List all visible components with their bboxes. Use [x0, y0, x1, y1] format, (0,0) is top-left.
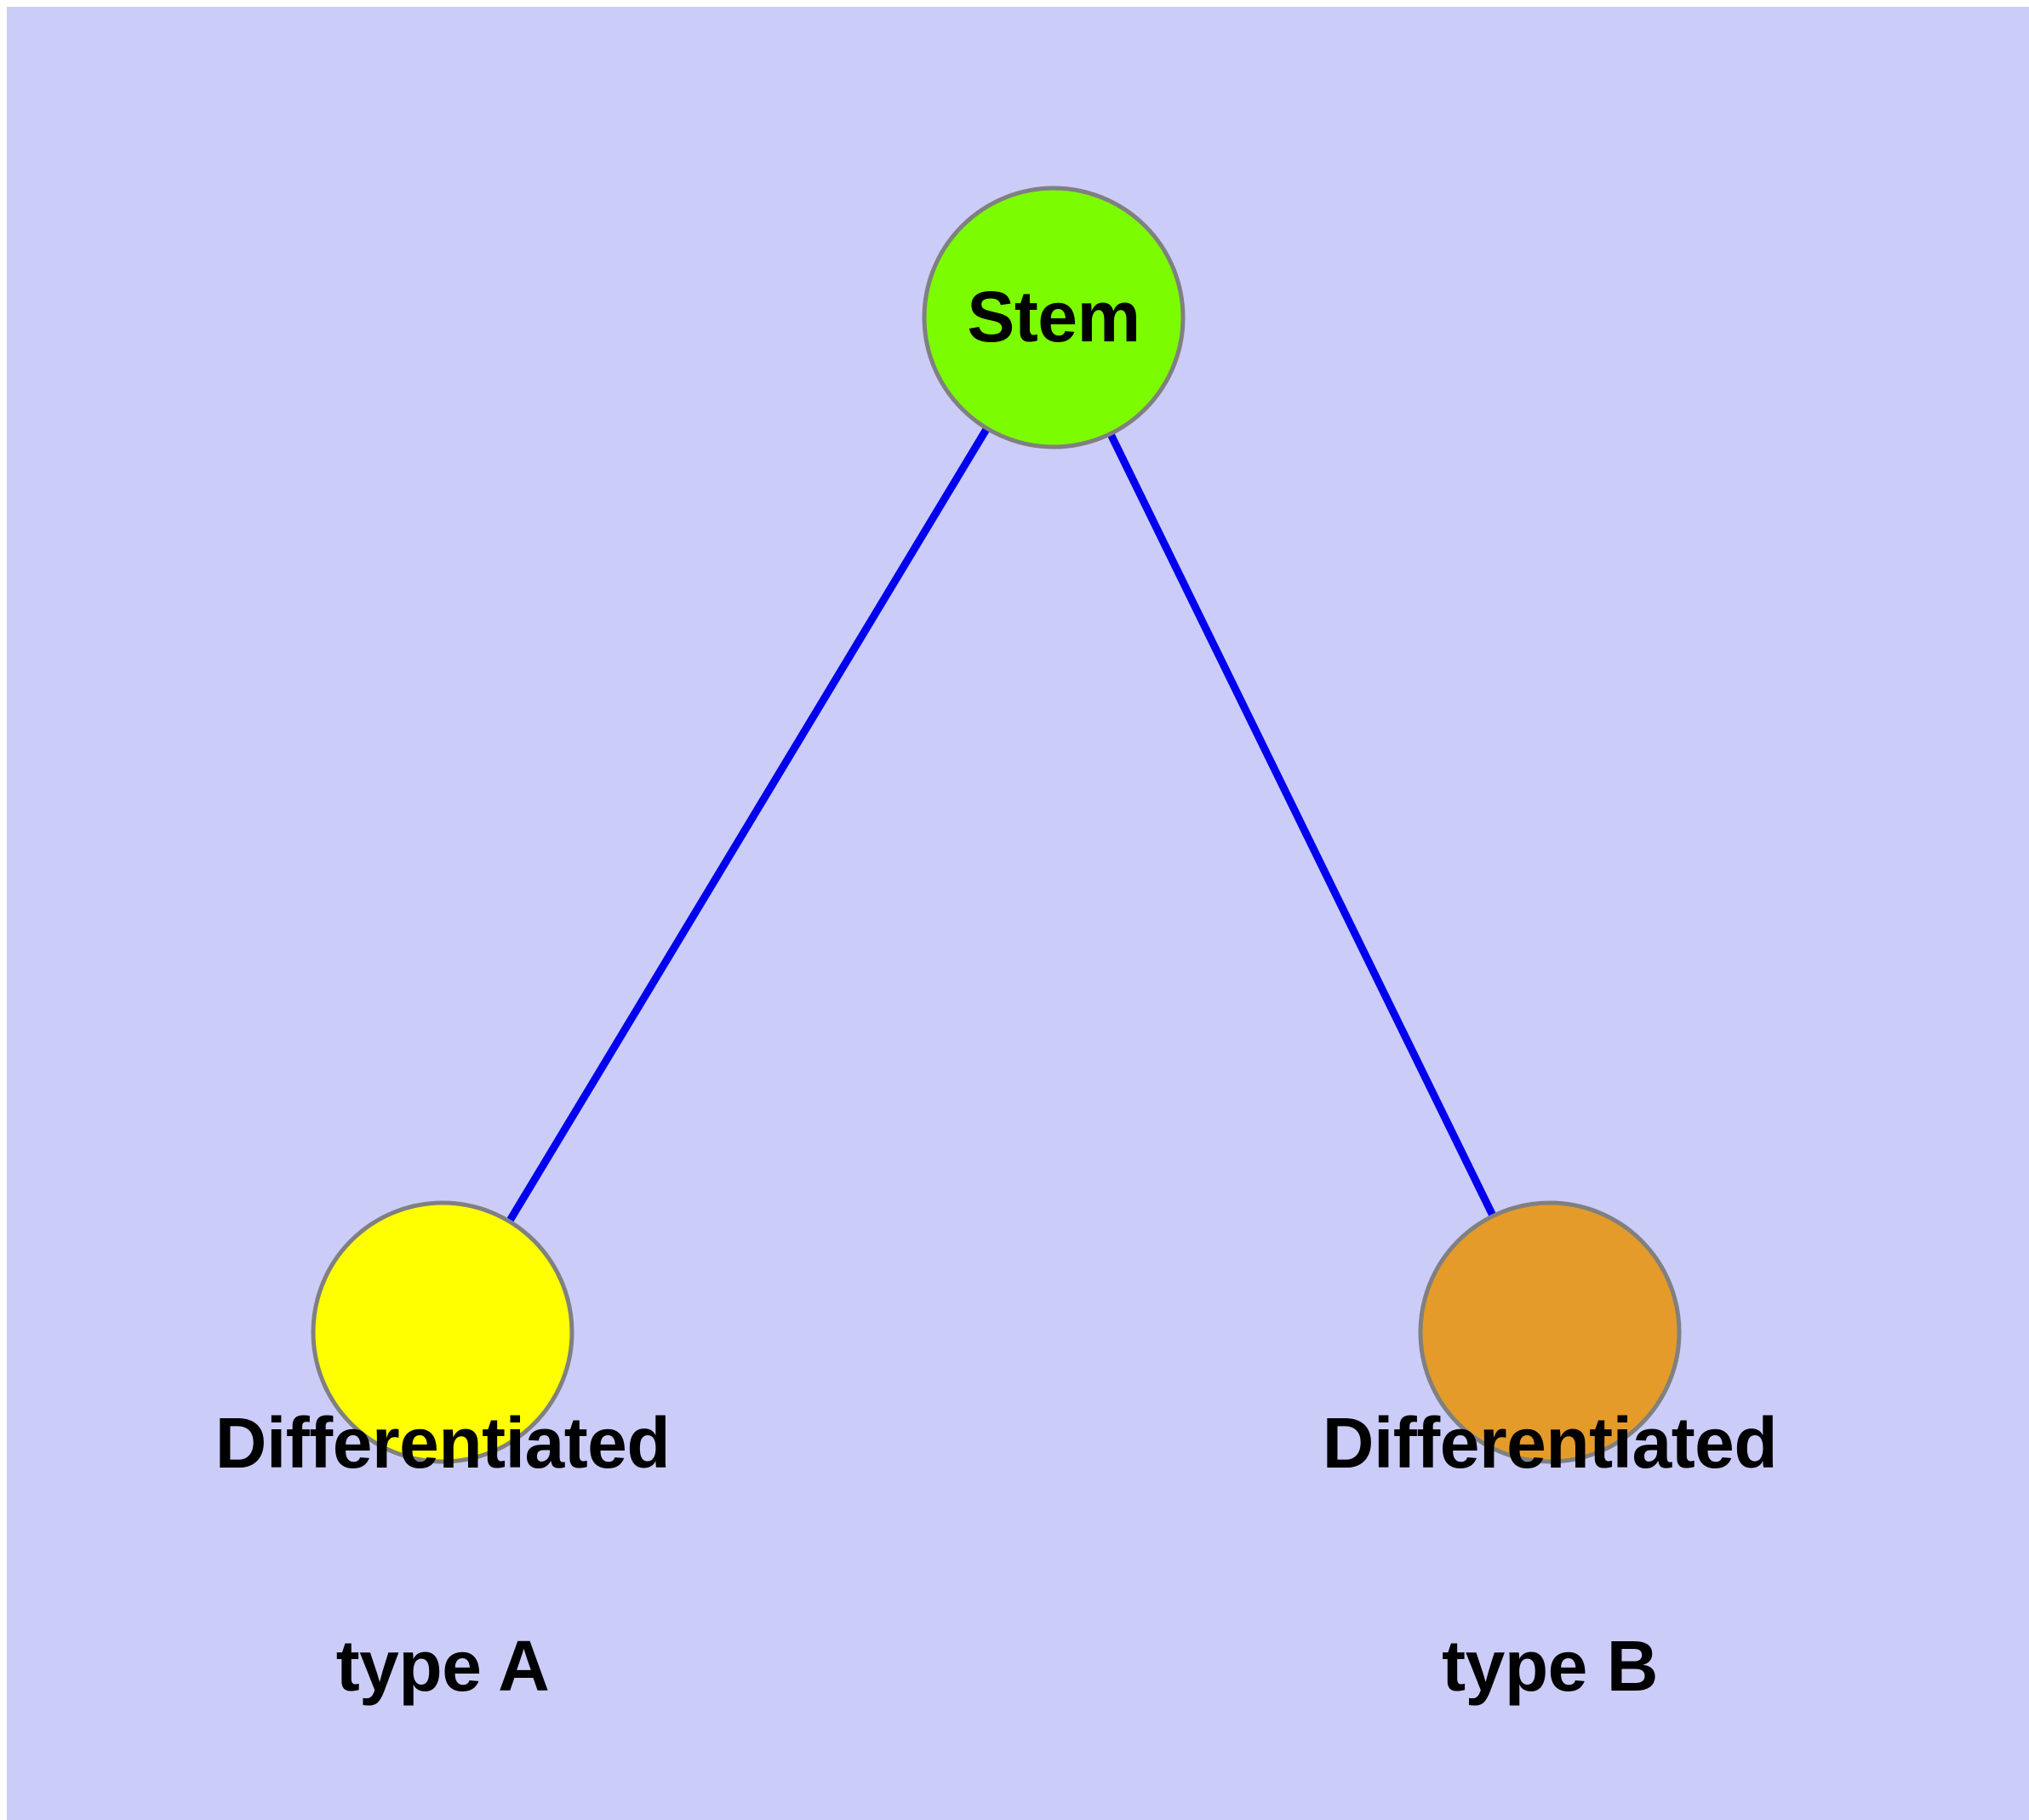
- edge-stem-to-diff-b: [1049, 316, 1554, 1334]
- edge-layer: [439, 315, 1554, 1335]
- node-diff-a[interactable]: [311, 1200, 574, 1464]
- node-layer: [311, 186, 1682, 1464]
- node-diff-b[interactable]: [1418, 1200, 1682, 1464]
- node-stem[interactable]: [922, 186, 1186, 449]
- edge-stem-to-diff-a: [439, 315, 1057, 1335]
